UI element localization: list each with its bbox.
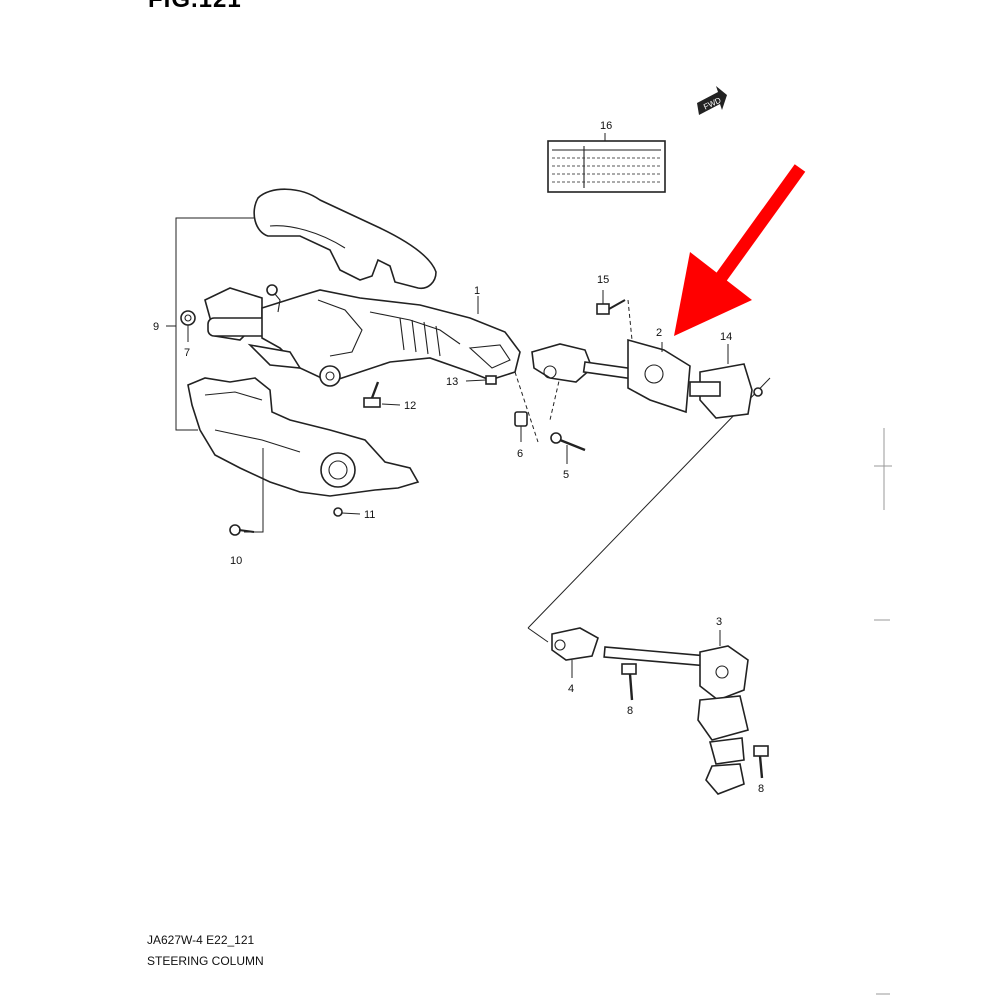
- bolt-8-lower: [753, 745, 769, 779]
- callout-16: 16: [600, 120, 612, 132]
- figure-name: STEERING COLUMN: [147, 954, 264, 968]
- lower-column-cover: [187, 377, 420, 533]
- callout-10: 10: [230, 555, 242, 567]
- figure-title: FIG.121: [148, 0, 242, 14]
- intermediate-shaft-2: [531, 338, 691, 414]
- callout-8-upper: 8: [627, 705, 633, 717]
- bolt-5: [550, 432, 586, 464]
- callout-14: 14: [720, 331, 732, 343]
- callout-15: 15: [597, 274, 609, 286]
- callout-9: 9: [153, 321, 159, 333]
- joint-4: [551, 627, 599, 678]
- callout-12: 12: [404, 400, 416, 412]
- nut-13: [465, 375, 497, 385]
- fwd-direction-icon: FWD: [697, 86, 727, 115]
- crop-marks: [874, 428, 892, 995]
- nut-washer-9-7: [180, 310, 196, 342]
- callout-7: 7: [184, 347, 190, 359]
- callout-2: 2: [656, 327, 662, 339]
- screw-10: [229, 524, 255, 536]
- callout-3: 3: [716, 616, 722, 628]
- figure-code: JA627W-4 E22_121: [147, 933, 255, 947]
- steering-column-assembly: [204, 284, 521, 387]
- callout-1: 1: [474, 285, 480, 297]
- bolt-12: [363, 381, 401, 408]
- callout-6: 6: [517, 448, 523, 460]
- screw-11: [333, 507, 361, 517]
- svg-text:FWD: FWD: [702, 96, 723, 112]
- upper-column-cover: [253, 188, 437, 290]
- red-pointer-arrow: [674, 164, 806, 336]
- group-bracket: [166, 217, 257, 431]
- callout-11: 11: [364, 509, 375, 521]
- bolt-15: [596, 290, 626, 315]
- callout-4: 4: [568, 683, 574, 695]
- shaft-seal-14: [689, 344, 763, 419]
- callout-8-lower: 8: [758, 783, 764, 795]
- lower-shaft-3: [603, 630, 749, 795]
- callout-5: 5: [563, 469, 569, 481]
- callout-13: 13: [446, 376, 458, 388]
- bolt-8-upper: [621, 663, 637, 701]
- nut-6: [514, 411, 528, 442]
- callout-labels: 16 1 15 2 14 9 7 13 12 6 5 11 10 3 4 8 8: [153, 120, 764, 795]
- label-plate-16: [547, 133, 666, 193]
